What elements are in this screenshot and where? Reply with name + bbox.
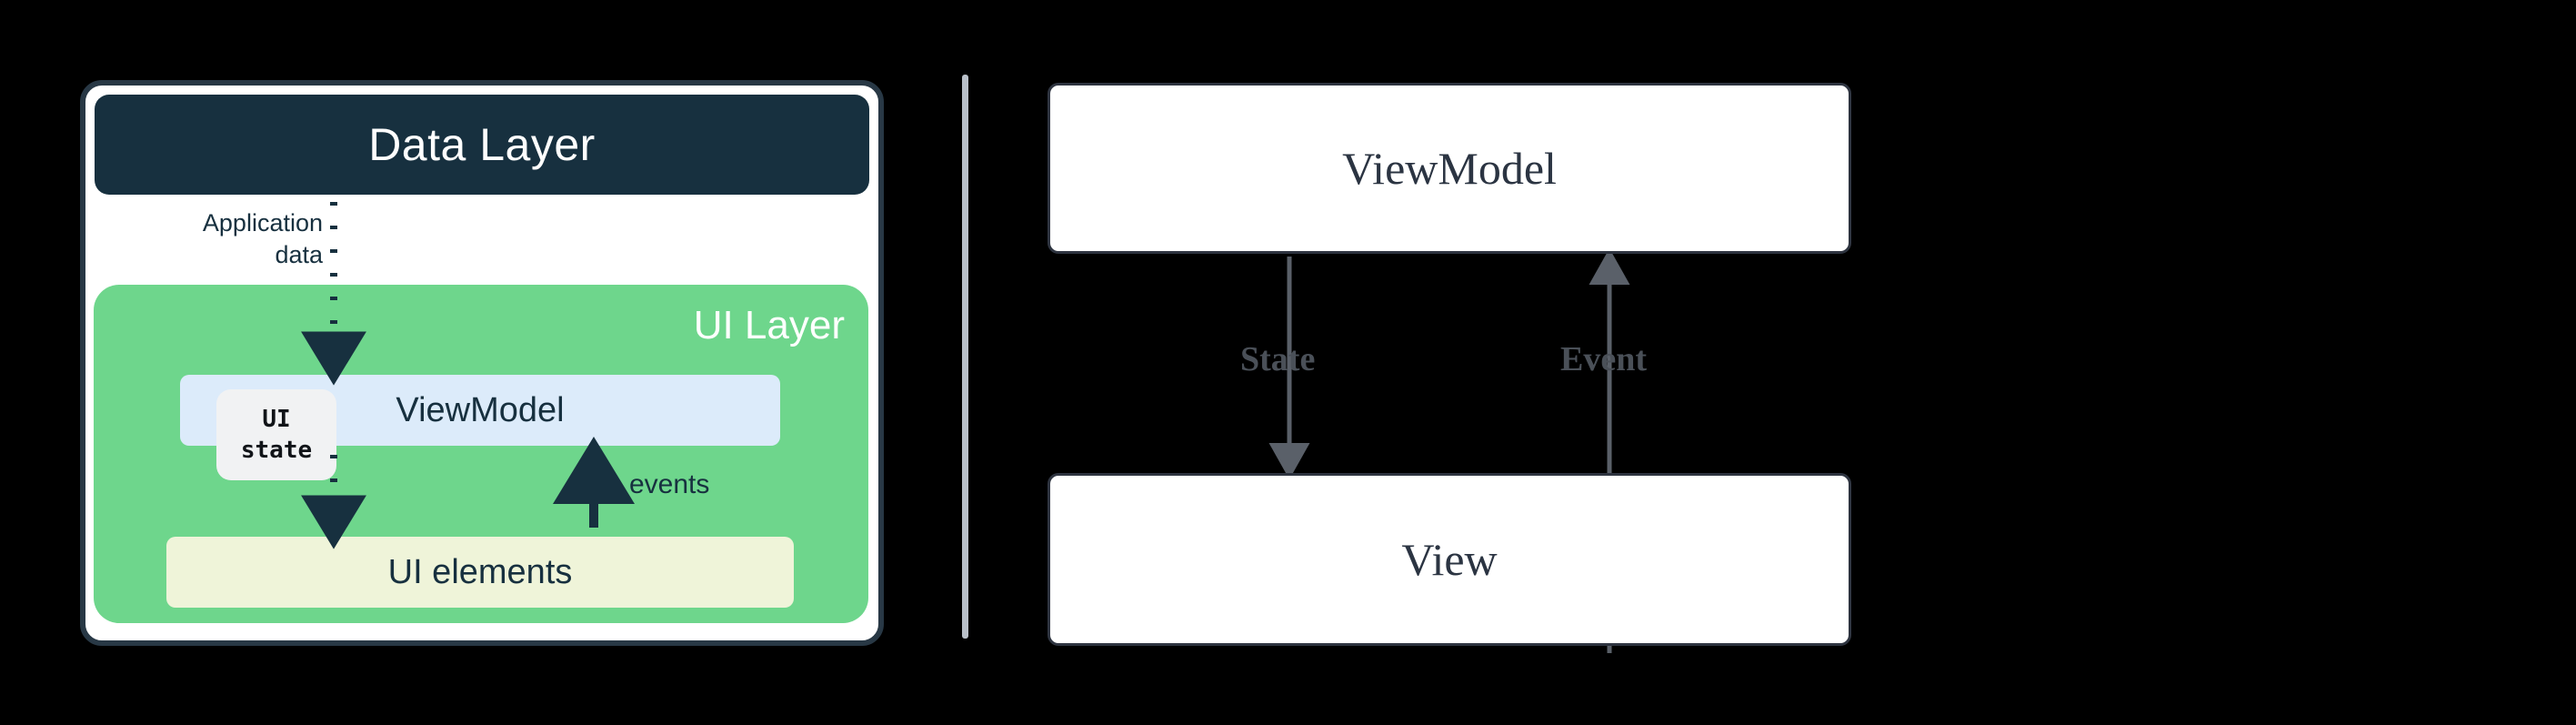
ui-state-chip: UI state — [216, 389, 336, 480]
state-edge-label: State — [1240, 340, 1316, 378]
ui-elements-box: UI elements — [166, 537, 794, 608]
panel-divider — [962, 75, 968, 639]
viewmodel-box-right: ViewModel — [1047, 83, 1851, 254]
viewmodel-label-right: ViewModel — [1342, 143, 1557, 194]
viewmodel-label-left: ViewModel — [396, 390, 565, 429]
event-edge-label: Event — [1560, 340, 1647, 378]
ui-layer-title: UI Layer — [693, 303, 845, 347]
ui-state-line1: UI — [262, 406, 291, 433]
application-data-label: Application data — [123, 207, 323, 271]
application-data-line2: data — [275, 241, 323, 268]
data-layer-title: Data Layer — [368, 119, 596, 170]
view-box-right: View — [1047, 473, 1851, 646]
view-label-right: View — [1401, 534, 1498, 585]
data-layer-box: Data Layer — [95, 95, 869, 195]
ui-elements-label: UI elements — [387, 552, 573, 591]
ui-state-line2: state — [240, 437, 313, 464]
application-data-line1: Application — [202, 209, 323, 237]
events-label: events — [629, 469, 710, 499]
